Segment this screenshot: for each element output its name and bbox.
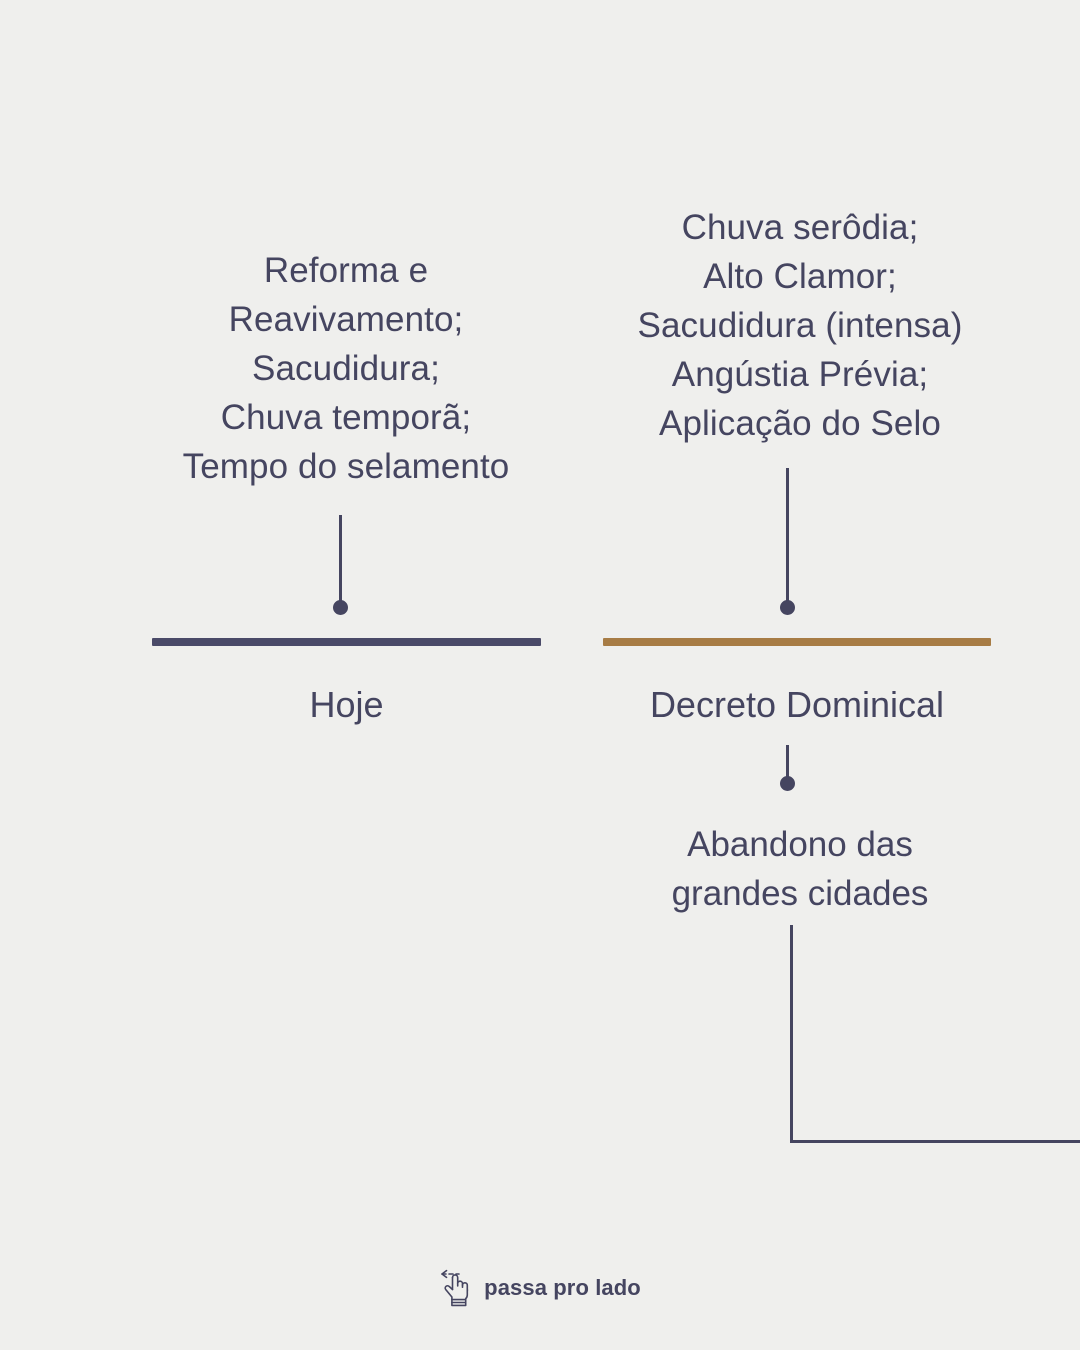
right-event-line: Sacudidura (intensa) <box>637 306 963 345</box>
right-event-line: Alto Clamor; <box>703 257 897 296</box>
milestone-label-decreto-dominical: Decreto Dominical <box>649 684 945 725</box>
continuation-line-vertical <box>790 925 793 1143</box>
right-event-line: Chuva serôdia; <box>681 208 919 247</box>
milestone-label-hoje: Hoje <box>309 684 384 725</box>
outcome-line: grandes cidades <box>671 874 929 913</box>
left-event-line: Sacudidura; <box>252 349 440 388</box>
connector-stem <box>786 468 789 612</box>
swipe-left-hand-icon <box>439 1268 473 1308</box>
left-event-line: Reforma e <box>263 251 429 290</box>
connector-dot <box>333 600 348 615</box>
connector-dot <box>780 776 795 791</box>
left-column-event-list: Reforma e Reavivamento; Sacudidura; Chuv… <box>120 246 572 491</box>
connector-dot <box>780 600 795 615</box>
outcome-line: Abandono das <box>687 825 913 864</box>
connector-stem <box>786 745 789 786</box>
left-event-line: Reavivamento; <box>228 300 464 339</box>
left-event-line: Tempo do selamento <box>182 447 510 486</box>
left-event-line: Chuva temporã; <box>220 398 472 437</box>
continuation-line-horizontal <box>790 1140 1080 1143</box>
outcome-abandono-grandes-cidades: Abandono das grandes cidades <box>574 820 1026 918</box>
right-event-line: Angústia Prévia; <box>671 355 929 394</box>
milestone-bar-decreto-dominical <box>603 638 991 646</box>
right-column-event-list: Chuva serôdia; Alto Clamor; Sacudidura (… <box>574 203 1026 448</box>
swipe-hint[interactable]: passa pro lado <box>0 1268 1080 1308</box>
connector-stem <box>339 515 342 612</box>
swipe-hint-label: passa pro lado <box>484 1275 641 1300</box>
milestone-bar-hoje <box>152 638 541 646</box>
right-event-line: Aplicação do Selo <box>659 404 941 443</box>
